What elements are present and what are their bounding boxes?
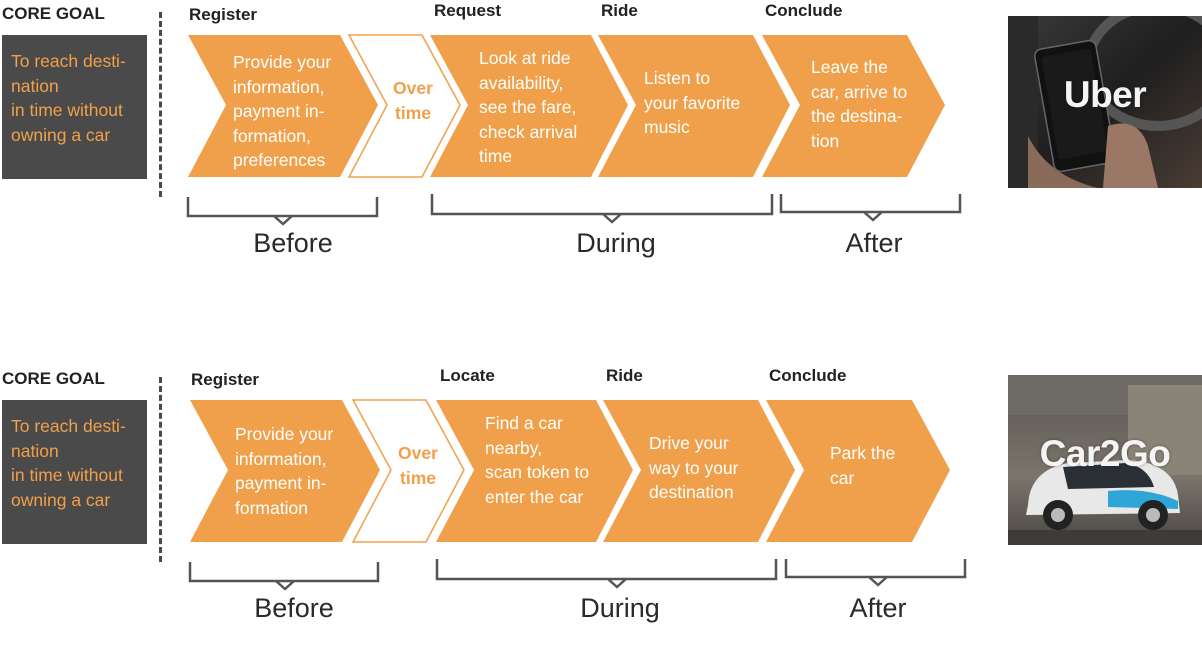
car2go-brand-photo: Car2Go: [1008, 375, 1202, 545]
bracket-after: [784, 559, 967, 587]
chevron-conclude: [762, 35, 945, 177]
phase-label-during: During: [576, 228, 656, 258]
journey-arrows: [188, 399, 967, 591]
core-goal-box: To reach desti- nation in time without o…: [2, 400, 147, 544]
chevron-ride-text: Drive your way to your destination: [649, 433, 739, 502]
chevron-locate: [436, 400, 633, 542]
chevron-ride-text: Listen to your favorite music: [644, 68, 741, 137]
core-goal-box: To reach desti- nation in time without o…: [2, 35, 147, 179]
stage-label-conclude: Conclude: [765, 1, 843, 20]
bracket-before: [188, 562, 380, 591]
uber-brand-photo: Uber: [1008, 16, 1202, 188]
bracket-before: [186, 197, 379, 226]
divider-dashed-line: [159, 12, 162, 197]
phase-label-before: Before: [253, 228, 333, 258]
chevron-conclude-text: Park the car: [830, 443, 896, 488]
chevron-register: [190, 400, 380, 542]
core-goal-title: CORE GOAL: [2, 369, 105, 388]
chevron-register-text: Provide your information, payment in- fo…: [233, 52, 332, 170]
over-time-text: Over time: [393, 78, 433, 123]
divider-dashed-line: [159, 377, 162, 562]
chevron-ride: [598, 35, 790, 177]
brand-name-uber: Uber: [1063, 74, 1147, 115]
journey-row-car2go: CORE GOAL To reach desti- nation in time…: [0, 365, 1202, 645]
journey-row-uber: CORE GOAL To reach desti- nation in time…: [0, 0, 1202, 280]
bracket-after: [779, 194, 962, 222]
phase-label-during: During: [580, 593, 660, 623]
phase-label-before: Before: [254, 593, 334, 623]
stage-label-register: Register: [191, 370, 260, 389]
chevron-conclude: [766, 400, 950, 542]
chevron-ride: [603, 400, 795, 542]
core-goal-text: To reach desti- nation in time without o…: [11, 51, 126, 145]
over-time-text: Over time: [398, 443, 438, 488]
stage-label-conclude: Conclude: [769, 366, 847, 385]
chevron-request: [430, 35, 628, 177]
phone-in-car-icon: [1008, 16, 1202, 188]
chevron-request-text: Look at ride availability, see the fare,…: [479, 48, 578, 166]
core-goal-text: To reach desti- nation in time without o…: [11, 416, 126, 510]
phase-label-after: After: [845, 228, 903, 258]
stage-label-locate: Locate: [440, 366, 495, 385]
chevron-locate-text: Find a car nearby, scan token to enter t…: [485, 413, 590, 507]
smart-car-icon: [1008, 375, 1202, 545]
core-goal-title: CORE GOAL: [2, 4, 105, 23]
chevron-over-time: [347, 34, 461, 178]
stage-label-ride: Ride: [606, 366, 643, 385]
chevron-register-text: Provide your information, payment in- fo…: [235, 424, 334, 518]
stage-label-register: Register: [189, 5, 258, 24]
chevron-conclude-text: Leave the car, arrive to the destina- ti…: [811, 57, 908, 151]
stage-label-ride: Ride: [601, 1, 638, 20]
stage-label-request: Request: [434, 1, 502, 20]
phase-label-after: After: [849, 593, 907, 623]
chevron-register: [188, 35, 378, 177]
chevron-over-time: [351, 399, 465, 543]
bracket-during: [430, 194, 774, 224]
brand-name-car2go: Car2Go: [1039, 433, 1171, 474]
journey-arrows: [186, 34, 962, 226]
bracket-during: [435, 559, 778, 589]
